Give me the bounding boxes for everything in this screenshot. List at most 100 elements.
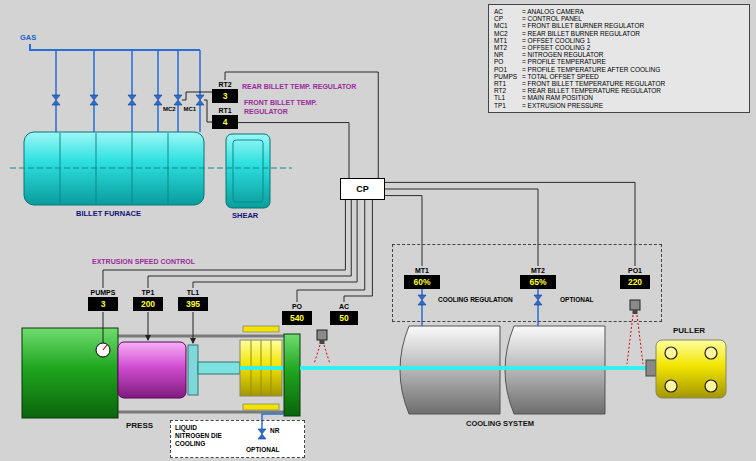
region-note: OPTIONAL: [246, 446, 280, 454]
display-label: PUMPS: [91, 288, 116, 297]
profile: [300, 366, 648, 370]
legend-abbreviation: PUMPS: [494, 73, 520, 80]
legend-meaning: = REAR BILLET TEMPERATURE REGULATOR: [522, 87, 744, 94]
puller-bolt: [705, 380, 717, 392]
pressure-wire: [148, 312, 149, 340]
gauge-needle: [103, 345, 107, 350]
puller-clamp: [646, 360, 656, 376]
cooling-valve: [534, 295, 542, 305]
legend-meaning: = CONTROL PANEL: [522, 15, 744, 22]
legend-abbreviation: CP: [494, 15, 520, 22]
display-label: PO: [292, 302, 302, 311]
legend-meaning: = OFFSET COOLING 1: [522, 37, 744, 44]
signal-label: REAR BILLET TEMP. REGULATOR: [242, 83, 356, 92]
part-caption: COOLING SYSTEM: [466, 419, 534, 429]
puller-bolt: [705, 347, 717, 359]
legend-abbreviation: MT2: [494, 44, 520, 51]
burner-valve: [196, 95, 204, 105]
readout-display: RT23: [212, 80, 238, 103]
pump-gauge: [96, 343, 110, 357]
legend-meaning: = MAIN RAM POSITION: [522, 94, 744, 101]
gas-valve: [128, 95, 136, 105]
readout-display: PO540: [282, 302, 312, 325]
display-value: 50: [330, 311, 358, 325]
legend-meaning: = ANALOG CAMERA: [522, 8, 744, 15]
legend-meaning: = FRONT BILLET TEMPERATURE REGULATOR: [522, 80, 744, 87]
signal-wire: [238, 123, 349, 178]
position-wire: [193, 312, 194, 343]
legend-meaning: = NITROGEN REGULATOR: [522, 51, 744, 58]
container-bar: [243, 404, 279, 410]
box-title: CP: [356, 184, 369, 194]
region-note: COOLING REGULATION: [438, 296, 513, 304]
regulator-wire: [182, 92, 212, 122]
part-name: PRESS: [126, 421, 153, 431]
readout-display: PO1220: [620, 266, 650, 289]
pipe-label: GAS: [20, 33, 36, 42]
legend-abbreviation: PO: [494, 58, 520, 65]
legend-meaning: = REAR BILLET BURNER REGULATOR: [522, 30, 744, 37]
region-note: LIQUID NITROGEN DIE COOLING: [175, 424, 223, 448]
camera-lens: [633, 310, 638, 314]
pump-wire: [103, 312, 104, 343]
gas-valve: [52, 95, 60, 105]
display-value: 4: [212, 115, 238, 129]
display-label: MT2: [531, 266, 545, 275]
signal-wire: [297, 200, 365, 302]
legend-abbreviation: TL1: [494, 94, 520, 101]
shear: [226, 134, 270, 208]
display-label: RT1: [218, 106, 231, 115]
part-caption: SHEAR: [232, 211, 258, 221]
gas-valve: [154, 95, 162, 105]
display-label: TP1: [142, 288, 155, 297]
valve-label: MC1: [184, 106, 197, 114]
part-name: PULLER: [673, 326, 705, 336]
display-label: RT2: [218, 80, 231, 89]
part-name: COOLING SYSTEM: [466, 419, 534, 429]
main-ram: [118, 342, 186, 398]
display-value: 395: [178, 297, 208, 311]
puller-bolt: [665, 347, 677, 359]
readout-display: MT160%: [404, 266, 440, 289]
legend-abbreviation: RT2: [494, 87, 520, 94]
display-value: 540: [282, 311, 312, 325]
part-caption: PULLER: [673, 326, 705, 336]
readout-display: AC50: [330, 302, 358, 325]
part-name: BILLET FURNACE: [76, 209, 141, 219]
display-value: 200: [133, 297, 163, 311]
display-value: 3: [88, 297, 118, 311]
part-name: SHEAR: [232, 211, 258, 221]
display-value: 220: [620, 275, 650, 289]
gas-valve: [90, 95, 98, 105]
legend-abbreviation: AC: [494, 8, 520, 15]
legend-meaning: = EXTRUSION PRESSURE: [522, 102, 744, 109]
tie-rods: [118, 336, 292, 412]
legend-abbreviation: NR: [494, 51, 520, 58]
camera-beam: [314, 345, 330, 364]
ram-collar: [188, 345, 198, 395]
display-label: TL1: [187, 288, 199, 297]
nitrogen-panel: [170, 420, 305, 458]
puller: [656, 340, 726, 398]
legend-abbreviation: MT1: [494, 37, 520, 44]
nitrogen-box: LIQUID NITROGEN DIE COOLINGNROPTIONAL: [170, 420, 305, 458]
nitrogen-valve: [258, 429, 266, 439]
part-caption: BILLET FURNACE: [76, 209, 141, 219]
readout-display: TL1395: [178, 288, 208, 311]
camera-lens: [320, 340, 325, 344]
cooling-valve: [418, 295, 426, 305]
billet: [240, 366, 284, 370]
nitrogen-line: [262, 414, 284, 429]
signal-wire: [193, 200, 357, 288]
signal-wire: [385, 182, 635, 266]
shear-blade: [233, 140, 263, 202]
legend-box: AC= ANALOG CAMERACP= CONTROL PANELMC1= F…: [488, 4, 750, 113]
signal-wire: [385, 189, 538, 266]
camera-body: [630, 300, 640, 310]
display-value: 65%: [520, 275, 556, 289]
die-plate: [284, 334, 300, 416]
signal-wire: [225, 72, 378, 178]
legend-meaning: = PROFILE TEMPERATURE AFTER COOLING: [522, 66, 744, 73]
cooling-regulation-region: COOLING REGULATIONOPTIONALMT160%MT265%PO…: [392, 244, 662, 322]
